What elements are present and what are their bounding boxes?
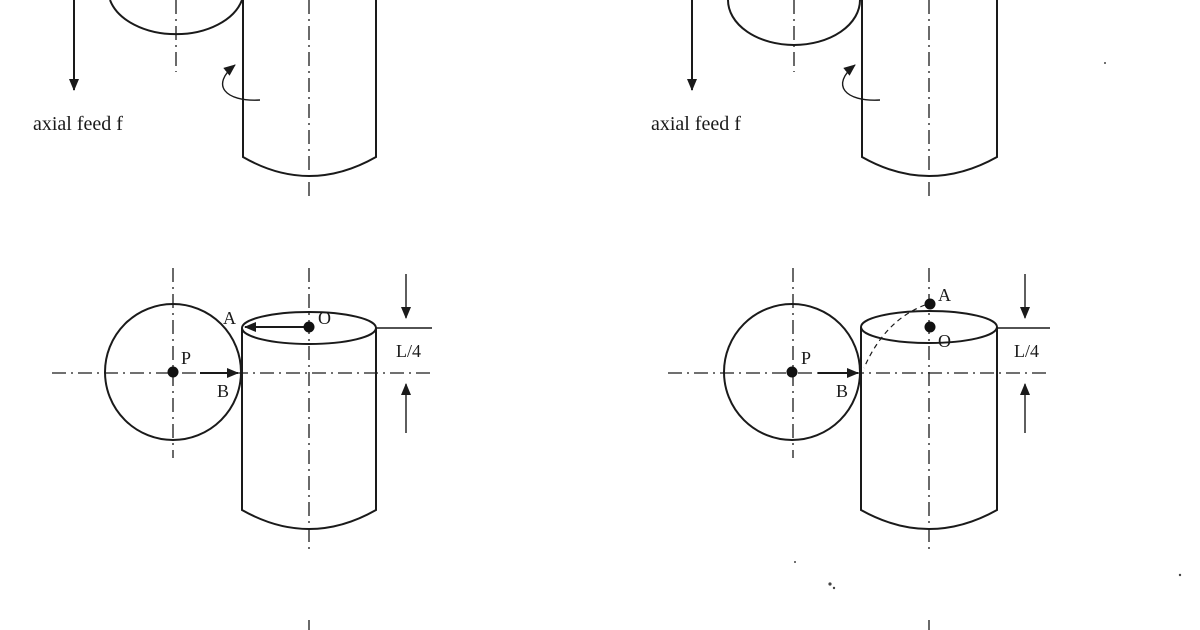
axial-feed-caption: axial feed f bbox=[33, 113, 123, 135]
panel-top-right: axial feed f bbox=[651, 0, 998, 196]
point-p-label: P bbox=[181, 348, 191, 368]
point-b-label: B bbox=[217, 381, 229, 401]
workpiece-body bbox=[241, 328, 377, 530]
dimension-label: L/4 bbox=[1014, 341, 1039, 361]
rotation-arrow bbox=[842, 64, 881, 101]
point-p-label: P bbox=[801, 348, 811, 368]
workpiece-body bbox=[860, 327, 998, 530]
point-b-label: B bbox=[836, 381, 848, 401]
panel-top-left: axial feed f bbox=[33, 0, 377, 196]
scan-specks bbox=[794, 62, 1182, 590]
wheel-arc bbox=[727, 0, 861, 46]
point-p-dot bbox=[786, 366, 798, 378]
rotation-arrow bbox=[222, 64, 261, 101]
panel-bottom-left: P A O B L/4 bbox=[52, 268, 432, 550]
point-o-dot bbox=[924, 321, 936, 333]
point-o-label: O bbox=[318, 308, 331, 328]
panel-bottom-right: P A O B L/4 bbox=[668, 268, 1050, 550]
axial-feed-caption: axial feed f bbox=[651, 113, 741, 135]
dimension-label: L/4 bbox=[396, 341, 421, 361]
point-o-label: O bbox=[938, 331, 951, 351]
point-o-dot bbox=[303, 321, 315, 333]
point-a-label: A bbox=[223, 308, 236, 328]
point-a-dot bbox=[924, 298, 936, 310]
point-a-label: A bbox=[938, 285, 951, 305]
point-p-dot bbox=[167, 366, 179, 378]
